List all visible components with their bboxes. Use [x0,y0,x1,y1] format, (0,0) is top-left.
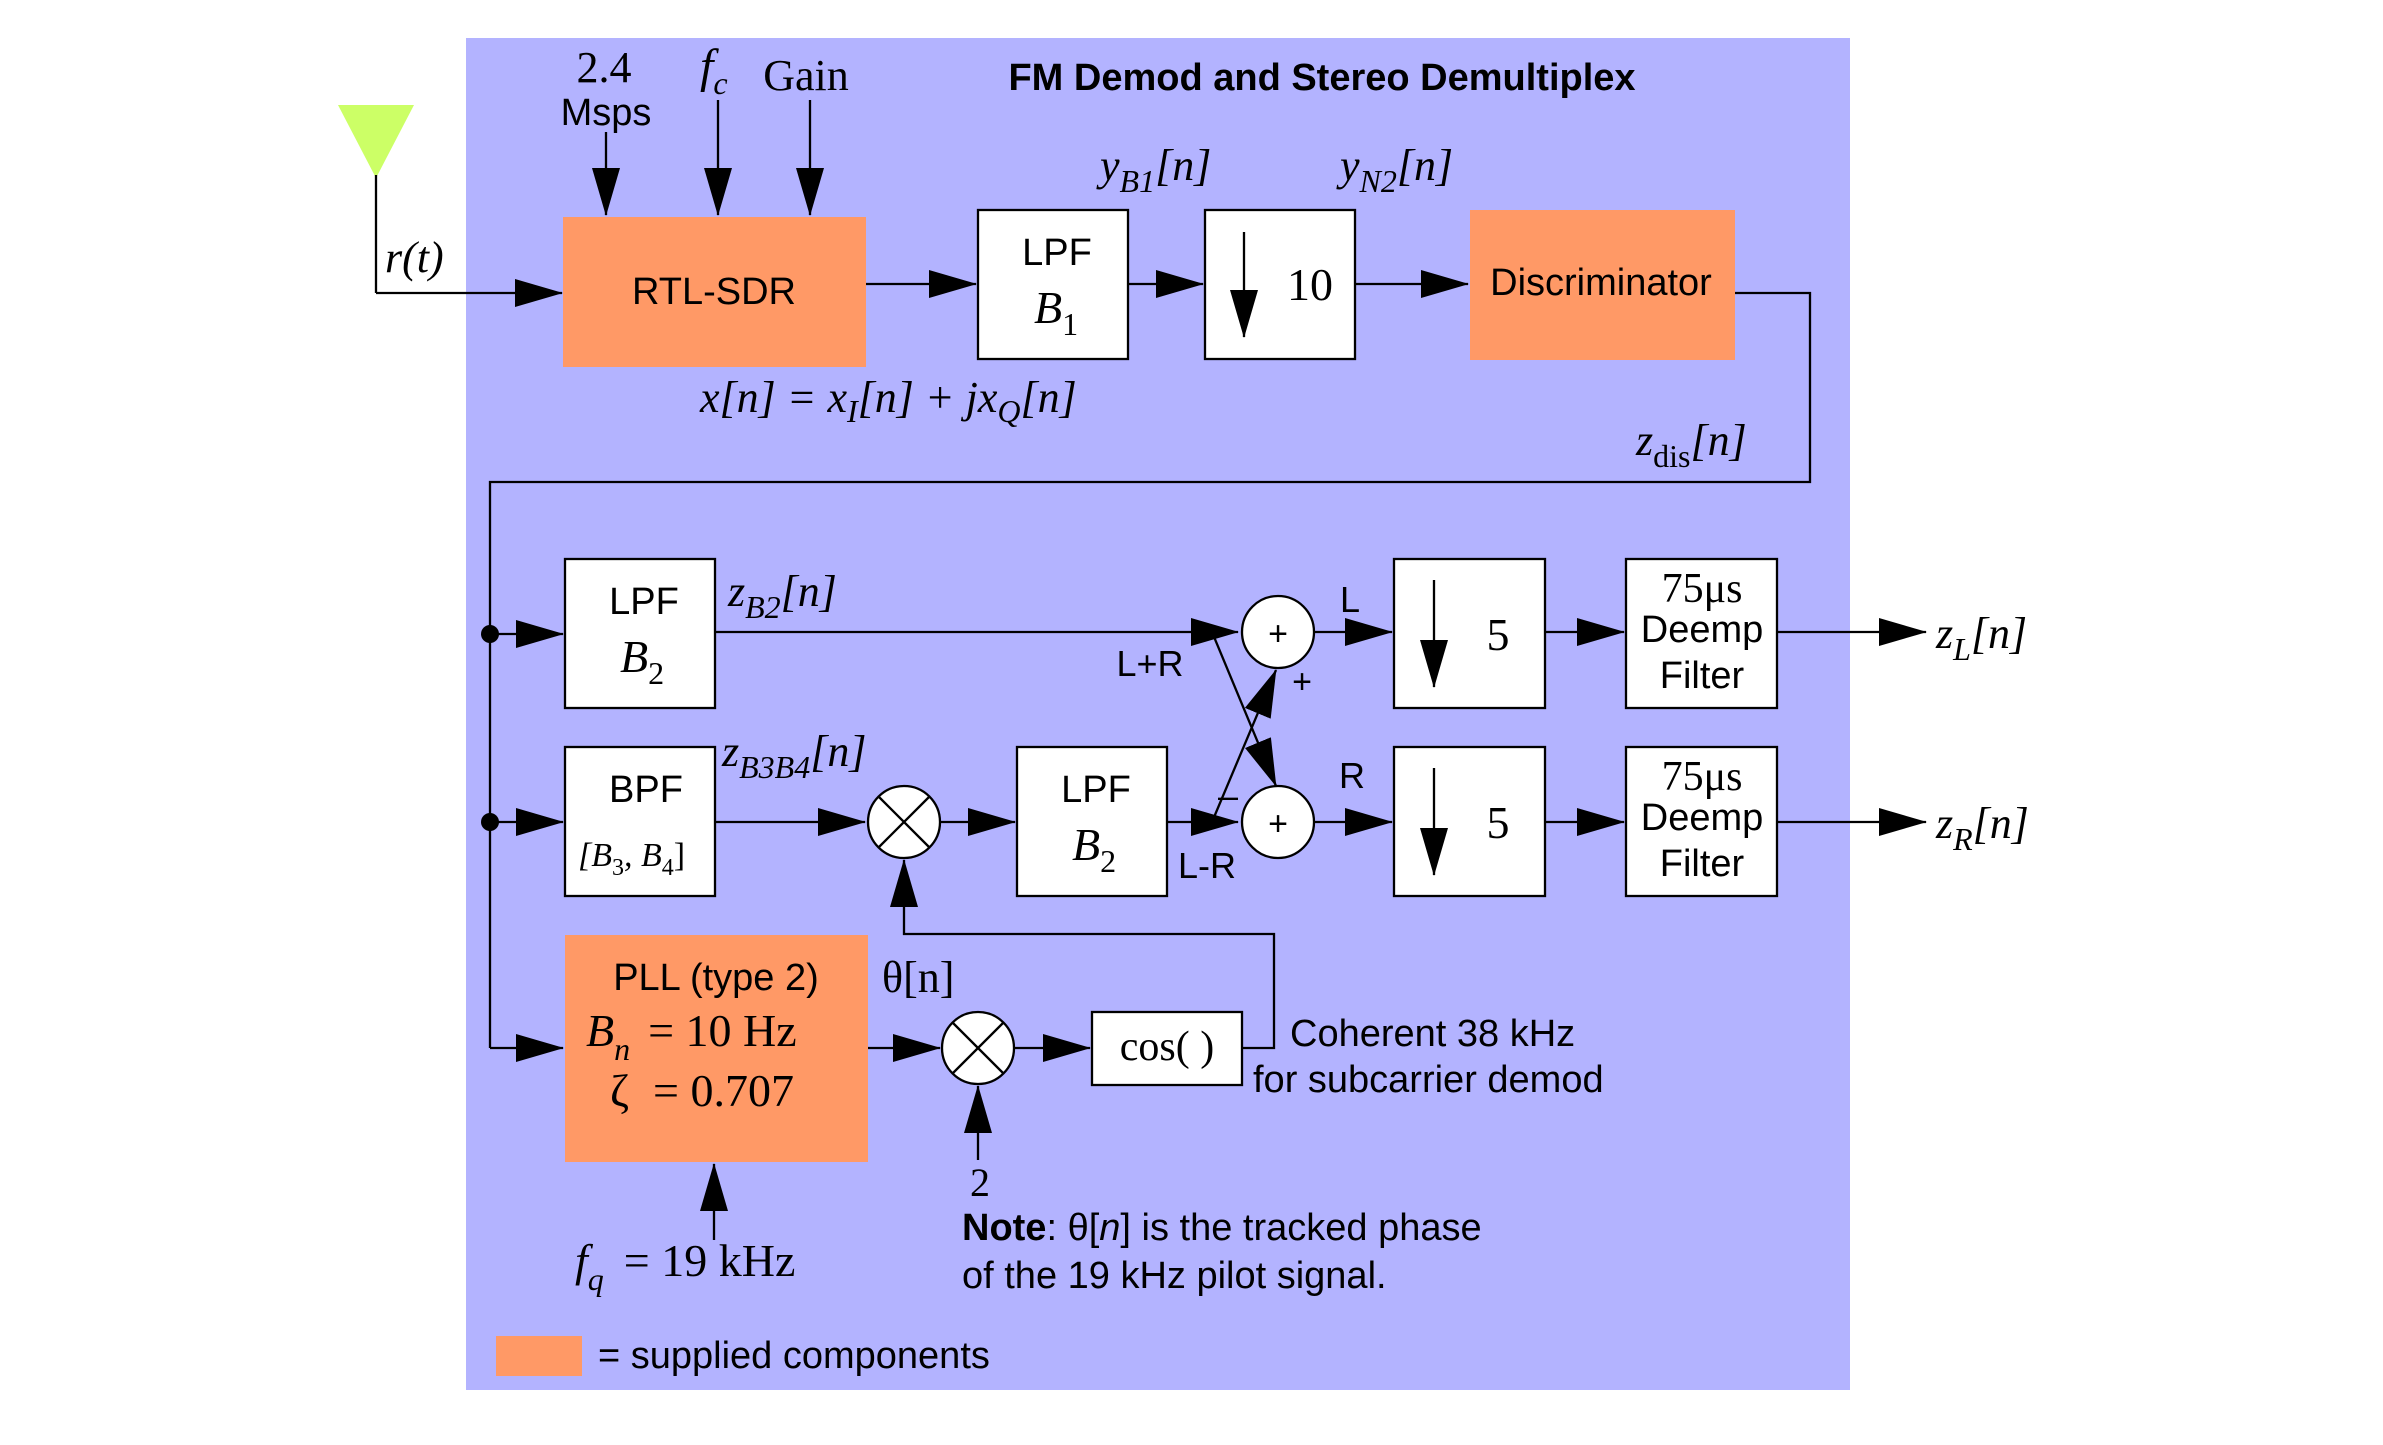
deemp-filter-bottom-block [1624,745,1779,898]
fq-label: fq= 19 kHz [575,1235,795,1297]
antenna-icon [338,105,414,178]
rate-value-label: 2.4 [577,43,632,92]
deemp-top-line2: Deemp [1641,609,1764,651]
lpf-b2-top-param: B2 [620,631,664,691]
input-rt-label: r(t) [385,233,444,282]
lpf-b2-mid-param: B2 [1072,819,1116,879]
deemp-bottom-line2: Deemp [1641,797,1764,839]
zb2-label: zB2[n] [727,567,837,625]
lpf-b2-top-name: LPF [609,581,679,623]
cos-block [1090,1010,1244,1087]
legend-swatch [496,1336,582,1376]
deemp-top-line1: 75μs [1662,566,1743,612]
xn-label: x[n] = xI[n] + jxQ[n] [699,373,1077,429]
decimate-5-bottom-block [1392,745,1547,898]
rate-unit-label: Msps [561,92,652,134]
summer-top-sign: + [1268,615,1288,653]
right-channel-label: R [1339,755,1365,796]
rtl-sdr-label: RTL-SDR [632,271,796,313]
lpr-label: L+R [1116,643,1183,684]
gain-label: Gain [763,51,849,100]
pll-title: PLL (type 2) [613,957,819,999]
bpf-block [563,745,717,898]
decimate-5-top-factor: 5 [1487,609,1510,660]
pll-block [565,935,868,1162]
discriminator-block [1470,210,1735,360]
zb3b4-label: zB3B4[n] [721,727,866,785]
discriminator-label: Discriminator [1490,262,1712,304]
cos-label: cos( ) [1120,1024,1214,1070]
deemp-filter-top-block [1624,557,1779,710]
zdis-label: zdis[n] [1635,416,1747,474]
deemp-bottom-line3: Filter [1660,843,1745,885]
yn2-label: yN2[n] [1336,141,1453,199]
lpf-b2-top-block [563,557,717,710]
pilot-note-line1: Note: θ[n] is the tracked phase [962,1207,1482,1249]
rtl-sdr-block [563,217,866,367]
bpf-name: BPF [609,769,683,811]
coherent-note-line2: for subcarrier demod [1253,1059,1604,1101]
pll-bn: Bn= 10 Hz [586,1005,797,1067]
theta-label: θ[n] [882,953,954,1002]
lpf-b1-param: B1 [1034,282,1078,342]
deemp-bottom-line1: 75μs [1662,754,1743,800]
lpf-b1-block [976,208,1130,361]
diagram-title: FM Demod and Stereo Demultiplex [1008,57,1635,99]
decimate-5-bottom-factor: 5 [1487,797,1510,848]
lpf-b2-mid-name: LPF [1061,769,1131,811]
bpf-range: [B3, B4] [578,837,685,881]
lpf-b1-name: LPF [1022,232,1092,274]
left-channel-label: L [1340,579,1360,620]
deemp-top-line3: Filter [1660,655,1745,697]
pll-zeta: ζ= 0.707 [610,1065,794,1116]
output-zr-label: zR[n] [1935,799,2029,857]
pilot-note-line2: of the 19 kHz pilot signal. [962,1255,1387,1297]
yb1-label: yB1[n] [1096,141,1211,199]
summer-bottom-sign: + [1268,805,1288,843]
decimate-10-factor: 10 [1287,259,1333,310]
plus-sign-cross: + [1292,663,1312,701]
multiplier-2-label: 2 [970,1160,990,1205]
minus-sign: – [1218,775,1238,816]
coherent-note-line1: Coherent 38 kHz [1290,1013,1575,1055]
lpf-b2-mid-block [1015,745,1169,898]
output-zl-label: zL[n] [1935,609,2027,667]
decimate-5-top-block [1392,557,1547,710]
lmr-label: L-R [1178,845,1236,886]
legend-label: = supplied components [598,1335,990,1377]
